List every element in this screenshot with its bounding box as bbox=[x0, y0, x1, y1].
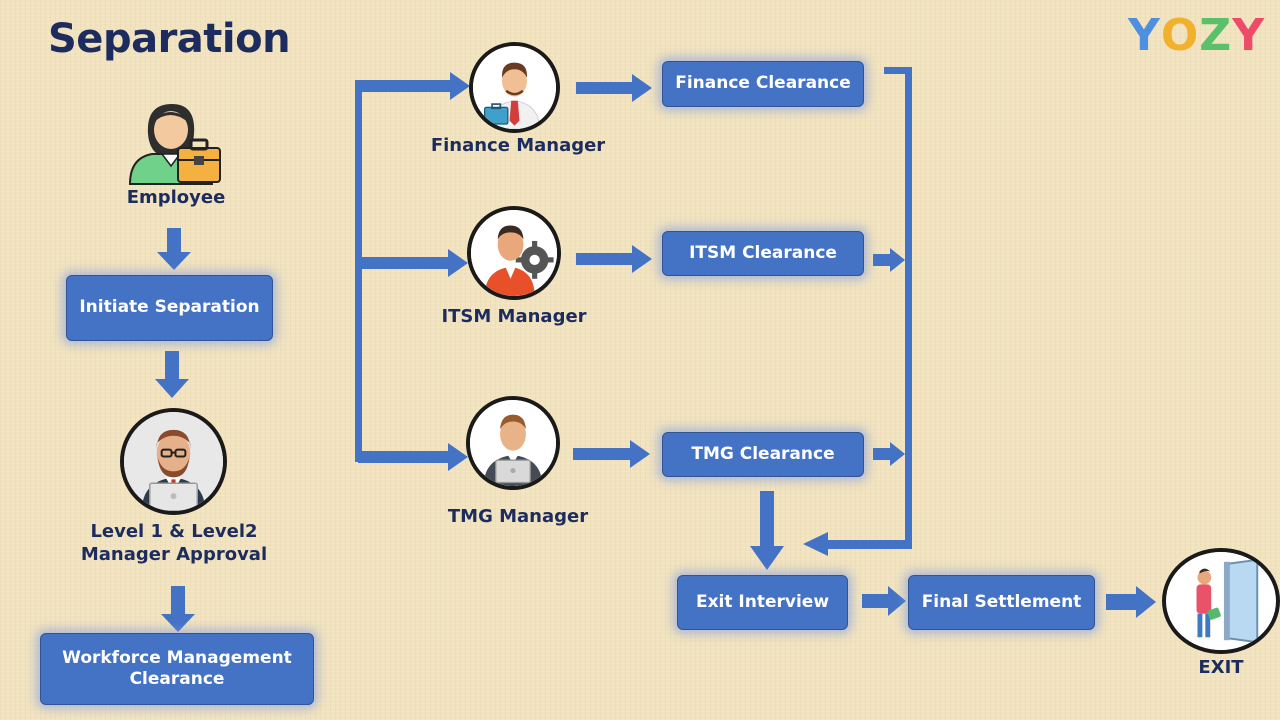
arrow-tmg-clearance-to-merge bbox=[873, 442, 905, 466]
workforce-management-clearance-box: Workforce Management Clearance bbox=[40, 633, 314, 705]
exit-interview-box: Exit Interview bbox=[677, 575, 848, 630]
tmg-manager-icon bbox=[466, 396, 560, 490]
exit-label: EXIT bbox=[1198, 657, 1244, 678]
arrow-tmg-clearance-to-exit-interview bbox=[750, 491, 784, 570]
arrow-bus-to-finance-manager bbox=[358, 72, 470, 100]
manager-at-laptop-icon bbox=[120, 408, 227, 515]
logo-letter-z: Z bbox=[1199, 10, 1233, 61]
initiate-separation-box: Initiate Separation bbox=[66, 275, 273, 341]
logo-letter-y2: Y bbox=[1232, 10, 1266, 61]
arrow-merge-to-exit-interview bbox=[803, 532, 912, 556]
yozy-logo: YOZY bbox=[1128, 10, 1265, 61]
manager-approval-label-line2: Manager Approval bbox=[80, 543, 268, 565]
arrow-employee-to-initiate bbox=[157, 228, 191, 270]
manager-approval-label: Level 1 & Level2 Manager Approval bbox=[74, 521, 274, 566]
arrow-approval-to-workforce bbox=[161, 586, 195, 632]
arrow-exit-interview-to-final-settlement bbox=[862, 586, 906, 616]
arrow-itsm-manager-to-clearance bbox=[576, 245, 652, 273]
arrow-bus-to-itsm-manager bbox=[358, 249, 468, 277]
exit-door-icon bbox=[1162, 548, 1280, 654]
employee-label: Employee bbox=[126, 187, 226, 208]
page-title: Separation bbox=[48, 16, 291, 62]
arrow-itsm-clearance-to-merge bbox=[873, 248, 905, 272]
manager-approval-label-line1: Level 1 & Level2 bbox=[90, 521, 258, 542]
arrow-final-settlement-to-exit bbox=[1106, 586, 1156, 618]
arrow-bus-to-tmg-manager bbox=[358, 443, 468, 471]
itsm-manager-icon bbox=[467, 206, 561, 300]
workforce-clearance-line1: Workforce Management bbox=[62, 647, 292, 668]
final-settlement-box: Final Settlement bbox=[908, 575, 1095, 630]
logo-letter-o: O bbox=[1160, 10, 1200, 61]
arrow-initiate-to-approval bbox=[155, 351, 189, 398]
merge-vertical-line bbox=[905, 67, 912, 549]
branch-bus-line bbox=[355, 80, 362, 462]
arrow-tmg-manager-to-clearance bbox=[573, 440, 650, 468]
logo-letter-y1: Y bbox=[1128, 10, 1161, 61]
tmg-manager-label: TMG Manager bbox=[447, 506, 589, 527]
itsm-clearance-box: ITSM Clearance bbox=[662, 231, 864, 276]
itsm-manager-label: ITSM Manager bbox=[441, 306, 587, 327]
finance-manager-label: Finance Manager bbox=[430, 135, 606, 156]
tmg-clearance-box: TMG Clearance bbox=[662, 432, 864, 477]
finance-manager-icon bbox=[469, 42, 560, 133]
finance-clearance-box: Finance Clearance bbox=[662, 61, 864, 107]
workforce-clearance-line2: Clearance bbox=[129, 669, 225, 689]
employee-icon bbox=[126, 100, 224, 186]
arrow-finance-manager-to-clearance bbox=[576, 74, 652, 102]
